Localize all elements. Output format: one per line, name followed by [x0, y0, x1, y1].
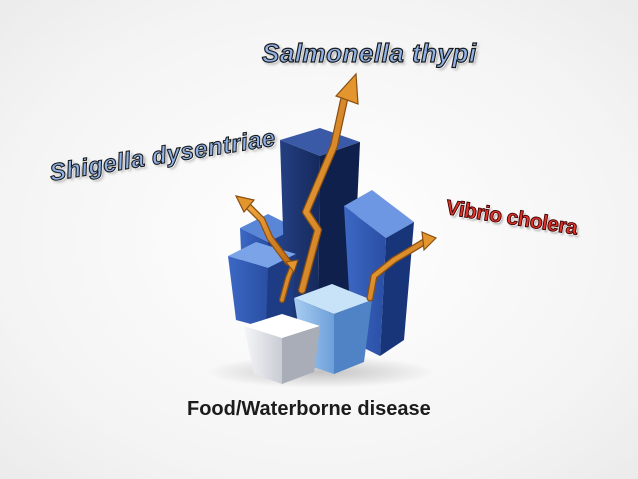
- label-salmonella: Salmonella thypi: [261, 37, 477, 68]
- caption-title: Food/Waterborne disease: [187, 398, 431, 420]
- arrow-salmonella-icon: [298, 72, 359, 294]
- arrow-shigella-icon: [234, 195, 292, 266]
- bar-white: [244, 314, 320, 384]
- arrow-small-left-icon: [279, 259, 299, 303]
- arrow-vibrio-icon: [366, 231, 438, 302]
